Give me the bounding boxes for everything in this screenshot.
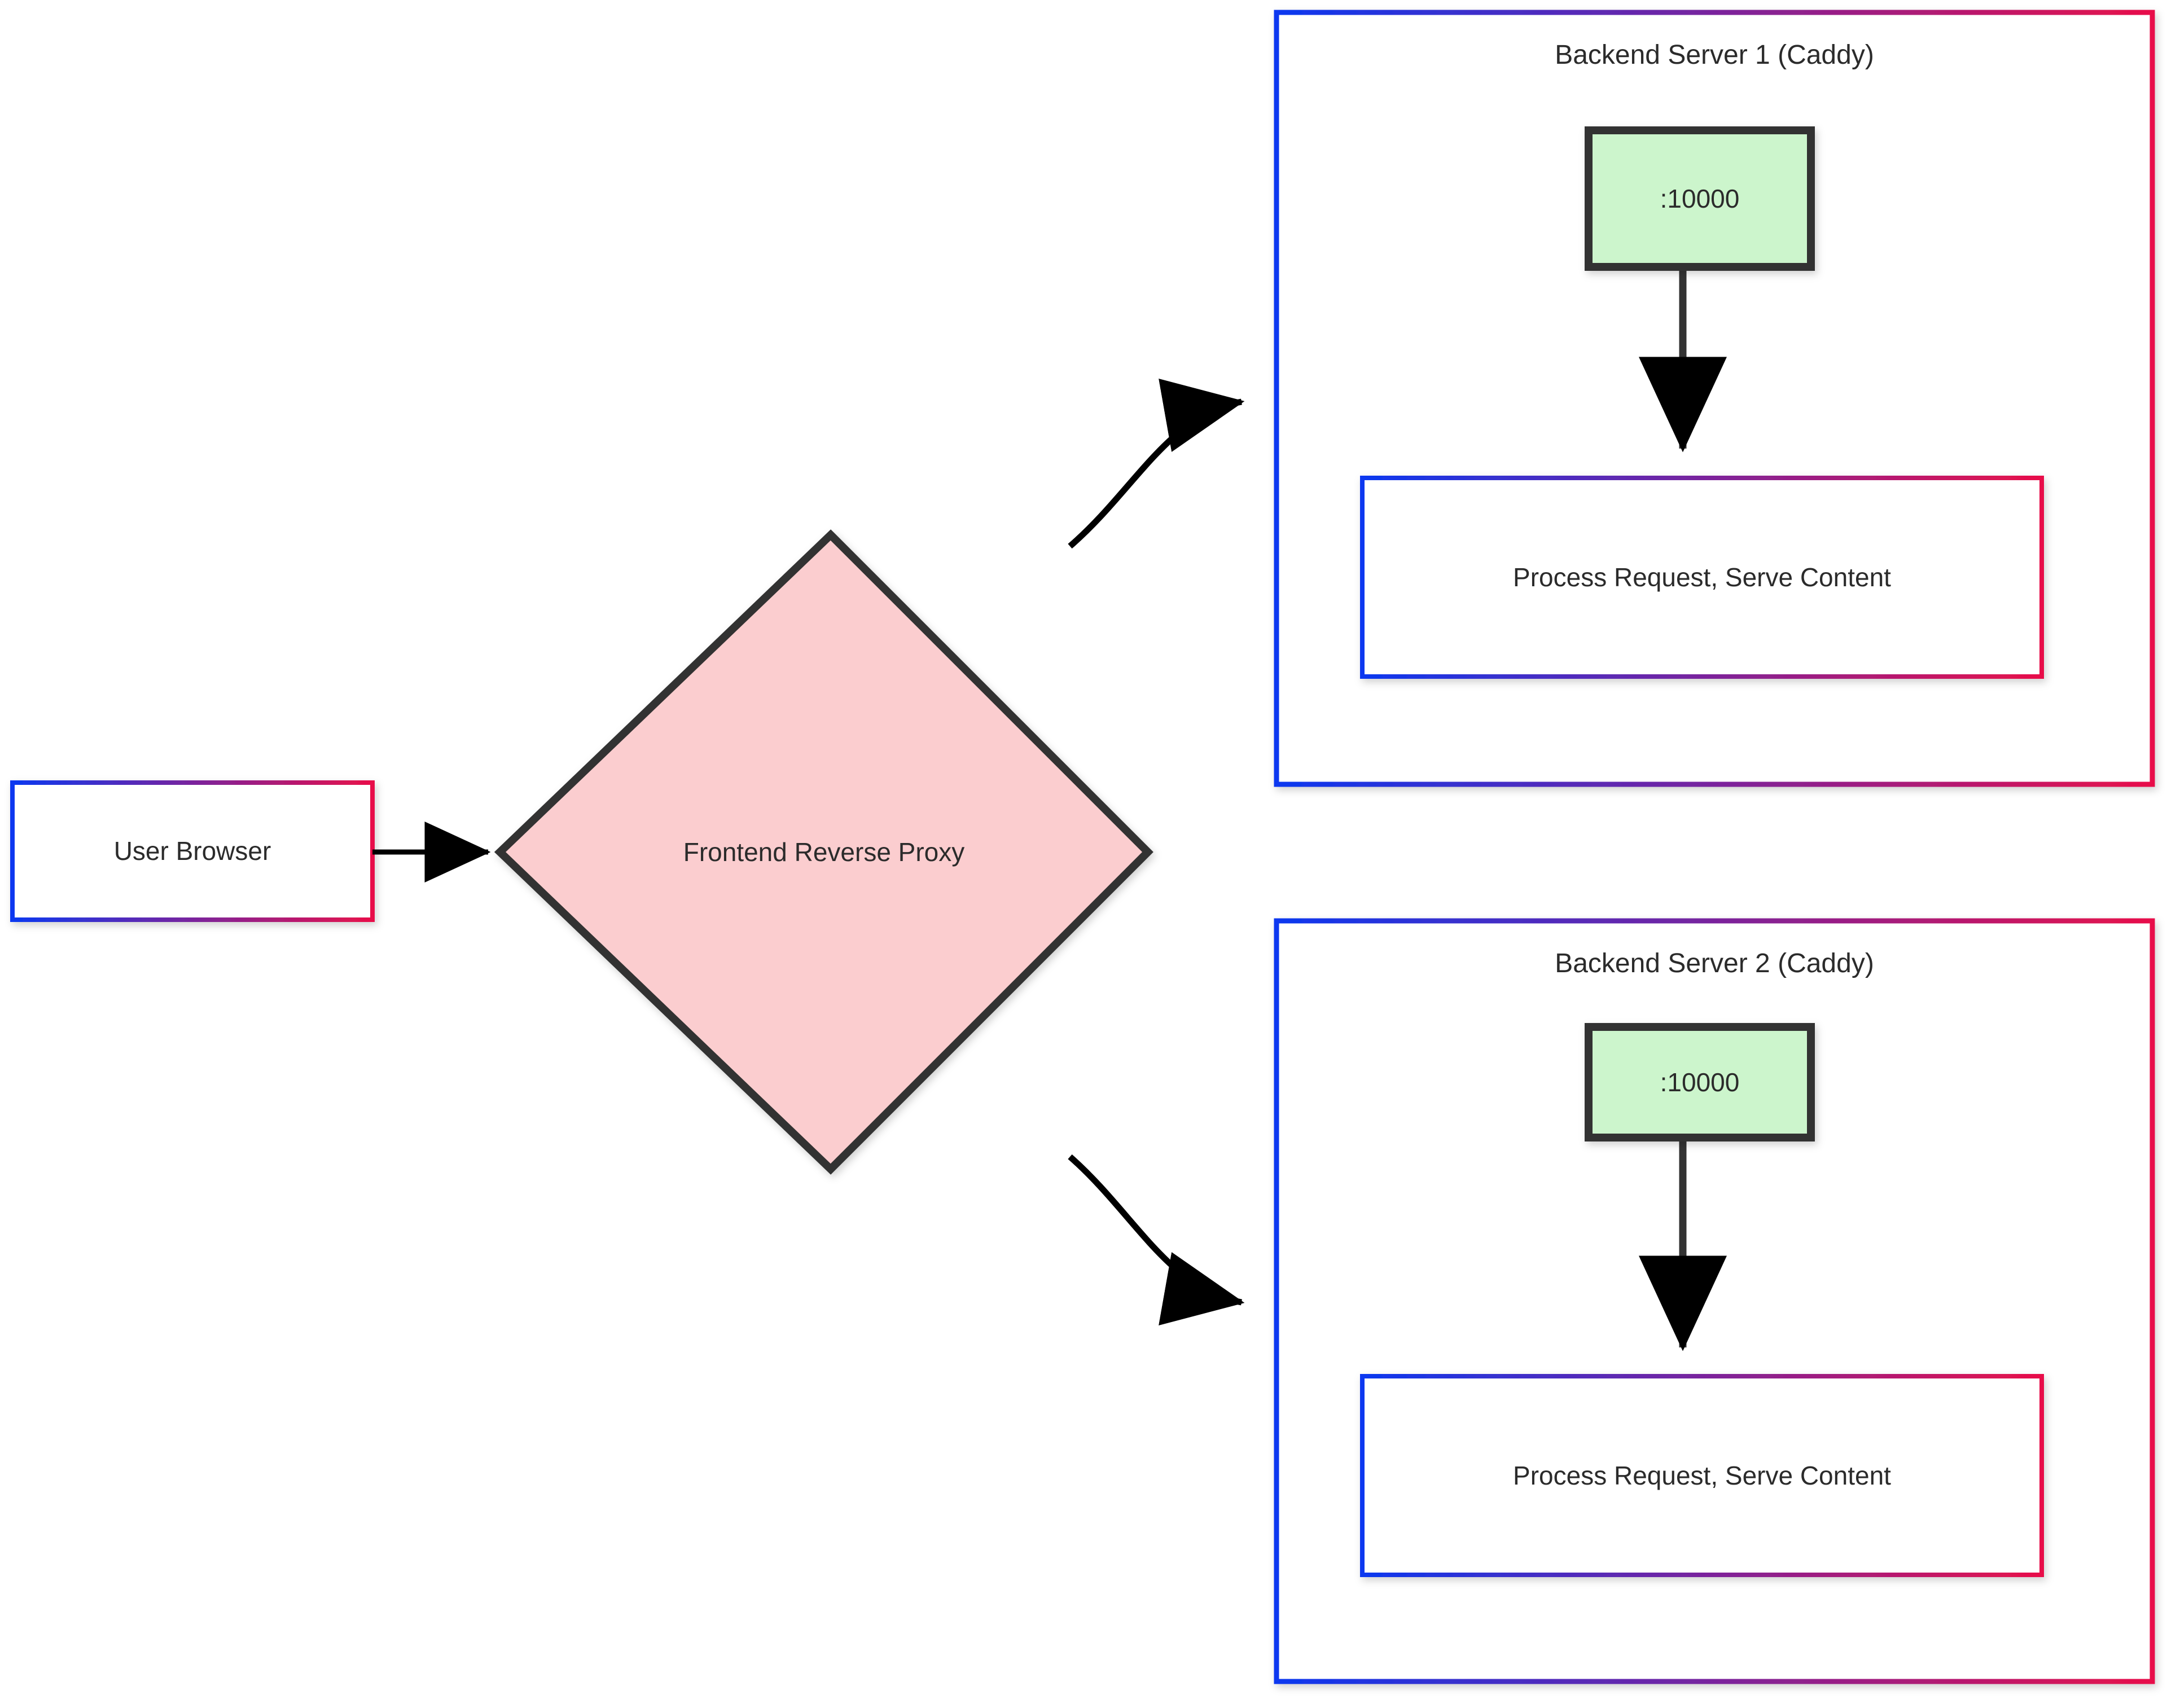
port-10000-box-2[interactable]	[1585, 1023, 1815, 1141]
port-10000-box-1[interactable]	[1585, 126, 1815, 271]
process-request-1-node[interactable]	[1360, 476, 2044, 679]
port-1-border	[1585, 126, 1815, 271]
frontend-proxy-diamond	[494, 529, 1153, 1175]
user-browser-border	[10, 780, 375, 922]
process-request-2-node[interactable]	[1360, 1374, 2044, 1577]
port-2-border	[1585, 1023, 1815, 1141]
edge-proxy-to-backend-2	[1068, 1154, 1245, 1325]
edge-proxy-to-backend-1	[1068, 379, 1245, 549]
process-request-1-border	[1360, 476, 2044, 679]
edge-proxy-backend2-path	[1068, 1154, 1245, 1325]
process-request-2-border	[1360, 1374, 2044, 1577]
edge-proxy-backend1-path	[1068, 379, 1245, 549]
user-browser-node[interactable]	[10, 780, 375, 922]
frontend-reverse-proxy-node[interactable]	[494, 529, 1153, 1175]
